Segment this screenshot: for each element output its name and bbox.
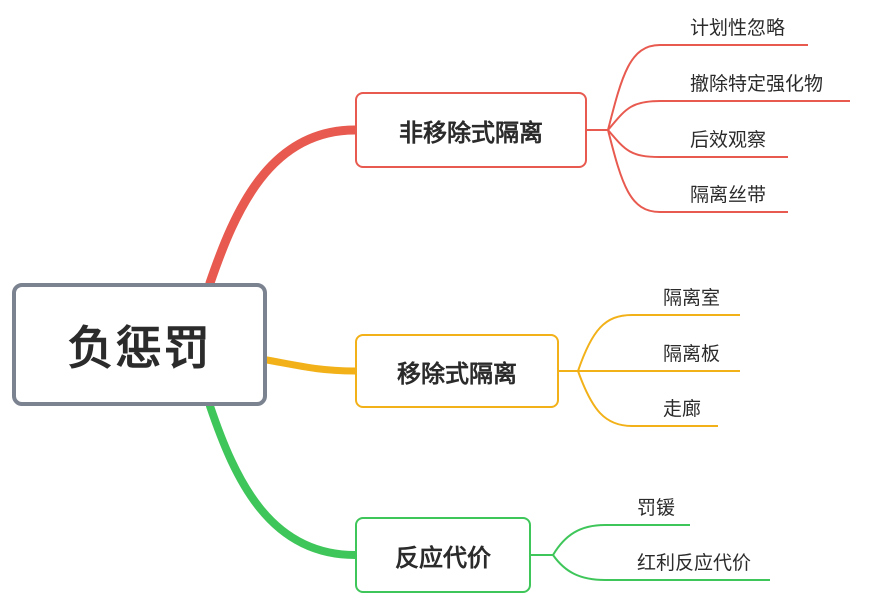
leaf-node[interactable]: 隔离室	[663, 287, 721, 309]
root-label: 负惩罚	[67, 320, 212, 375]
leaf-node[interactable]: 后效观察	[690, 129, 767, 151]
branch-1-link-leaf-2	[607, 100, 850, 131]
root-link-branch-2	[263, 356, 359, 375]
branch-label: 反应代价	[395, 543, 491, 572]
leaf-node[interactable]: 走廊	[663, 398, 702, 420]
branch-node-removal-isolation[interactable]: 移除式隔离	[355, 334, 559, 408]
root-link-branch-3	[206, 402, 359, 559]
leaf-node[interactable]: 隔离板	[663, 343, 721, 365]
branch-3-link-leaf-1	[552, 524, 690, 556]
branch-node-response-cost[interactable]: 反应代价	[355, 517, 531, 593]
branch-label: 非移除式隔离	[399, 118, 543, 147]
leaf-node[interactable]: 罚锾	[637, 497, 676, 519]
root-link-branch-1	[205, 125, 360, 288]
branch-label: 移除式隔离	[397, 359, 517, 388]
leaf-node[interactable]: 计划性忽略	[690, 17, 786, 39]
leaf-node[interactable]: 红利反应代价	[637, 552, 752, 574]
branch-3-link-leaf-2	[552, 554, 770, 581]
branch-2-link-leaf-3	[577, 370, 718, 427]
branch-2-link-leaf-1	[577, 314, 740, 372]
branch-1-link-leaf-1	[607, 44, 808, 131]
branch-1-link-leaf-4	[607, 129, 788, 213]
branch-1-link-leaf-3	[607, 129, 788, 158]
root-node[interactable]: 负惩罚	[12, 283, 267, 406]
branch-node-non-removal-isolation[interactable]: 非移除式隔离	[355, 92, 587, 168]
leaf-node[interactable]: 隔离丝带	[690, 184, 767, 206]
leaf-node[interactable]: 撤除特定强化物	[690, 73, 824, 95]
